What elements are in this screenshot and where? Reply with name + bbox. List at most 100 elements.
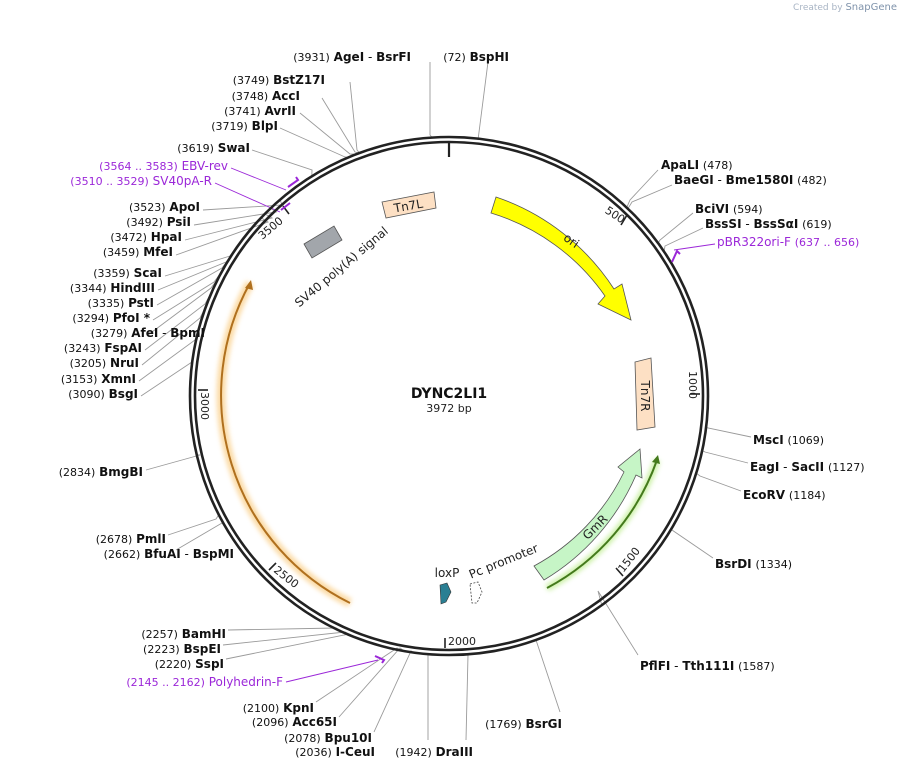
enzyme-apoi[interactable]: (3523) ApoI <box>129 200 200 214</box>
enzyme-name: PstI <box>128 296 154 310</box>
enzyme-avrii[interactable]: (3741) AvrII <box>224 104 296 118</box>
enzyme-bsgi[interactable]: (3090) BsgI <box>68 387 138 401</box>
enzyme-fspai[interactable]: (3243) FspAI <box>64 341 142 355</box>
leader-bpu10i <box>373 649 412 733</box>
enzyme-msci[interactable]: MscI (1069) <box>753 433 824 447</box>
leader-bsssi <box>663 227 704 252</box>
sv40-polya-box <box>303 225 343 259</box>
enzyme-mfei[interactable]: (3459) MfeI <box>103 245 173 259</box>
feature-tn7l[interactable]: Tn7L <box>381 191 437 219</box>
primer-pbr322ori-f[interactable]: pBR322ori-F (637 .. 656) <box>717 235 859 249</box>
enzyme-pflfi[interactable]: PflFI - Tth111I (1587) <box>640 659 775 673</box>
primer-leader-polyhedrin-f <box>285 659 379 683</box>
feature-sv40-polya[interactable]: SV40 poly(A) signal <box>292 224 391 310</box>
primer-leader-sv40pa-r <box>214 182 281 213</box>
enzyme-name: BssSI <box>705 217 742 231</box>
enzyme-bsrgi[interactable]: (1769) BsrGI <box>485 717 562 731</box>
feature-ori[interactable]: ori <box>490 196 632 321</box>
enzyme-xmni[interactable]: (3153) XmnI <box>61 372 136 386</box>
leader-blpi <box>279 127 349 158</box>
enzyme-psii[interactable]: (3492) PsiI <box>126 215 191 229</box>
enzyme-position: (3472) <box>110 231 147 244</box>
enzyme-hpai[interactable]: (3472) HpaI <box>110 230 182 244</box>
sv40-polya-label: SV40 poly(A) signal <box>292 224 391 310</box>
leader-hpai <box>184 213 274 241</box>
enzyme-sspi[interactable]: (2220) SspI <box>155 657 224 671</box>
primer-polyhedrin-f[interactable]: (2145 .. 2162) Polyhedrin-F <box>126 675 283 689</box>
orf-gentamicin-line <box>545 455 661 592</box>
enzyme-name-2: Tth111I <box>682 659 734 673</box>
enzyme-acci[interactable]: (3748) AccI <box>232 89 300 103</box>
enzyme-name-2: Bme1580I <box>726 173 794 187</box>
leader-eagi <box>701 450 749 464</box>
enzyme-bfuai[interactable]: (2662) BfuAI - BspMI <box>104 547 234 561</box>
enzyme-draiii[interactable]: (1942) DraIII <box>395 745 473 759</box>
enzyme-apali[interactable]: ApaLI (478) <box>661 158 733 172</box>
primer-ebv-rev[interactable]: (3564 .. 3583) EBV-rev <box>99 159 228 173</box>
primer-position: (3510 .. 3529) <box>70 175 149 188</box>
plasmid-name: DYNC2LI1 <box>411 386 487 402</box>
tick-500 <box>620 214 628 226</box>
enzyme-pfoi[interactable]: (3294) PfoI * <box>72 311 150 325</box>
enzyme-bsphi[interactable]: (72) BspHI <box>443 50 509 64</box>
enzyme-name: PmlI <box>136 532 166 546</box>
primer-markers <box>280 176 681 664</box>
tick-label-500: 500 <box>603 204 628 226</box>
enzyme-name: PsiI <box>167 215 191 229</box>
enzyme-agei[interactable]: (3931) AgeI - BsrFI <box>293 50 411 64</box>
enzyme-hindiii[interactable]: (3344) HindIII <box>70 281 155 295</box>
enzyme-position: (3359) <box>93 267 130 280</box>
feature-pc-promoter[interactable]: Pc promoter <box>467 541 540 604</box>
enzyme-position: (3459) <box>103 246 140 259</box>
enzyme-scai[interactable]: (3359) ScaI <box>93 266 162 280</box>
enzyme-eagi[interactable]: EagI - SacII (1127) <box>750 460 865 474</box>
feature-loxp[interactable]: loxP <box>435 566 460 605</box>
enzyme-position: (72) <box>443 51 466 64</box>
enzyme-afei[interactable]: (3279) AfeI - BpmI <box>91 326 205 340</box>
primer-sv40pa-r[interactable]: (3510 .. 3529) SV40pA-R <box>70 174 212 188</box>
enzyme-ecorv[interactable]: EcoRV (1184) <box>743 488 826 502</box>
enzyme-kpni[interactable]: (2100) KpnI <box>243 701 314 715</box>
leader-avrii <box>299 112 357 155</box>
enzyme-bcivi[interactable]: BciVI (594) <box>695 202 763 216</box>
enzyme-name: KpnI <box>283 701 314 715</box>
enzyme-position: (3523) <box>129 201 166 214</box>
enzyme-pmli[interactable]: (2678) PmlI <box>96 532 166 546</box>
enzyme-bpu10i[interactable]: (2078) Bpu10I <box>284 731 372 745</box>
leader-acc65i <box>338 647 405 718</box>
snapgene-watermark: Created by SnapGene <box>793 2 897 13</box>
enzyme-name: FspAI <box>104 341 142 355</box>
enzyme-position: (1769) <box>485 718 522 731</box>
enzyme-name: BfuAI <box>144 547 181 561</box>
enzyme-name-2: BpmI <box>170 326 205 340</box>
leader-bsrdi <box>670 528 714 559</box>
enzyme-nrui[interactable]: (3205) NruI <box>70 356 139 370</box>
enzyme-acc65i[interactable]: (2096) Acc65I <box>252 715 337 729</box>
tick-1500 <box>615 567 624 577</box>
tick-label-2000: 2000 <box>448 635 476 648</box>
enzyme-bspei[interactable]: (2223) BspEI <box>143 642 221 656</box>
enzyme-position: (1127) <box>828 461 865 474</box>
enzyme-baegi[interactable]: BaeGI - Bme1580I (482) <box>674 173 827 187</box>
enzyme-swai[interactable]: (3619) SwaI <box>177 141 250 155</box>
leader-mfei <box>175 217 270 256</box>
primer-sv40pa-r-marker <box>280 202 291 211</box>
enzyme-bstz17i[interactable]: (3749) BstZ17I <box>233 73 325 87</box>
enzyme-name: PfoI * <box>113 311 151 325</box>
enzyme-name: BspEI <box>183 642 221 656</box>
enzyme-psti[interactable]: (3335) PstI <box>88 296 154 310</box>
enzyme-position: (3748) <box>232 90 269 103</box>
enzyme-iceui[interactable]: (2036) I-CeuI <box>295 745 375 759</box>
enzyme-position: (1334) <box>755 558 792 571</box>
enzyme-position: (3492) <box>126 216 163 229</box>
enzyme-bmgbi[interactable]: (2834) BmgBI <box>59 465 143 479</box>
enzyme-bamhi[interactable]: (2257) BamHI <box>141 627 226 641</box>
enzyme-name-2: BssSαI <box>754 217 799 231</box>
enzyme-bsrdi[interactable]: BsrDI (1334) <box>715 557 792 571</box>
enzyme-blpi[interactable]: (3719) BlpI <box>211 119 278 133</box>
primer-name: SV40pA-R <box>153 174 212 188</box>
feature-tn7r[interactable]: Tn7R <box>634 357 656 431</box>
enzyme-bsssi[interactable]: BssSI - BssSαI (619) <box>705 217 832 231</box>
plasmid-backbone <box>188 135 710 657</box>
loxp-label: loxP <box>435 566 460 580</box>
